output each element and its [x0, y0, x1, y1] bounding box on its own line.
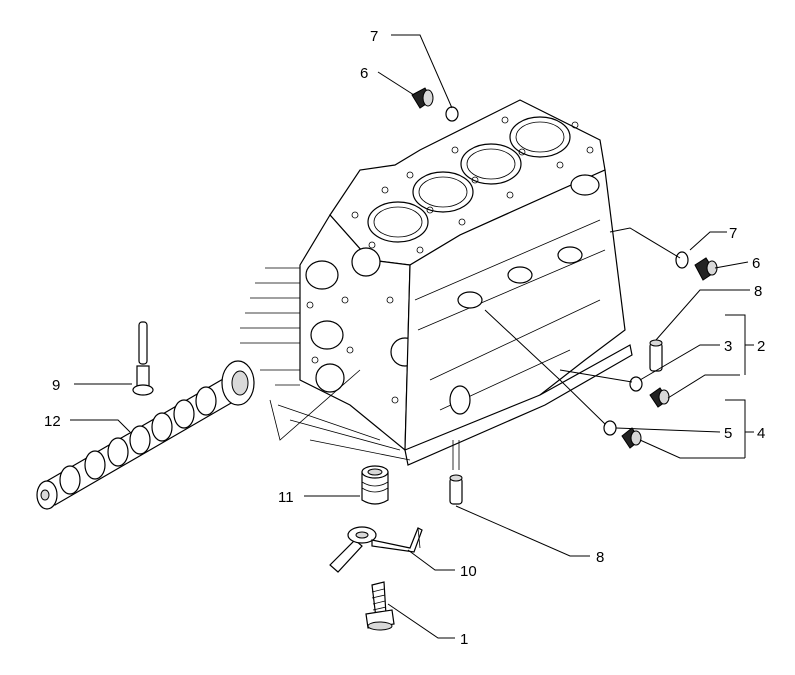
leader-6-top	[377, 71, 415, 96]
leader-8-bottom	[455, 505, 590, 557]
bushing	[361, 465, 389, 505]
dowel-pin-right	[649, 339, 663, 372]
callout-11: 11	[278, 489, 294, 506]
tappet	[132, 321, 154, 396]
pin-guide	[452, 440, 460, 470]
bracket-4	[725, 399, 746, 458]
washer-5	[603, 420, 617, 436]
plug-right	[694, 257, 718, 281]
leader-block-washer	[609, 227, 681, 259]
plug-group-4	[621, 427, 642, 449]
callout-3: 3	[724, 338, 732, 355]
callout-9: 9	[52, 377, 60, 394]
leader-12	[70, 419, 131, 433]
bolt	[365, 581, 395, 631]
washer-top	[445, 106, 459, 122]
leader-block-5	[484, 309, 606, 425]
callout-6-right: 6	[752, 255, 760, 272]
plug-group-2	[649, 387, 670, 408]
callout-8-right: 8	[754, 283, 762, 300]
callout-12: 12	[44, 413, 61, 430]
callout-2: 2	[757, 338, 765, 355]
callout-8-bottom: 8	[596, 549, 604, 566]
callout-7-top: 7	[370, 28, 378, 45]
leader-8-right	[655, 289, 750, 341]
washer-3	[629, 376, 643, 392]
plug-top	[411, 87, 434, 109]
leader-10	[407, 549, 455, 571]
callout-5: 5	[724, 425, 732, 442]
leader-1	[387, 603, 455, 639]
leader-4-plug	[639, 439, 745, 459]
leader-block-3	[559, 369, 633, 383]
washer-right	[675, 251, 689, 269]
leader-7-right	[689, 231, 727, 251]
camshaft	[36, 360, 255, 510]
dowel-pin-bottom	[449, 474, 463, 505]
leader-5	[615, 427, 721, 433]
callout-10: 10	[460, 563, 477, 580]
callout-7-right: 7	[729, 225, 737, 242]
callout-6-top: 6	[360, 65, 368, 82]
callout-1: 1	[460, 631, 468, 648]
bracket-2	[725, 314, 746, 375]
leader-3	[639, 344, 720, 381]
leader-6-right	[714, 261, 749, 269]
oil-jet-nozzle	[329, 526, 423, 573]
leader-7-top	[391, 34, 453, 109]
leader-2-plug	[667, 374, 740, 399]
engine-block	[240, 99, 633, 466]
callout-4: 4	[757, 425, 765, 442]
